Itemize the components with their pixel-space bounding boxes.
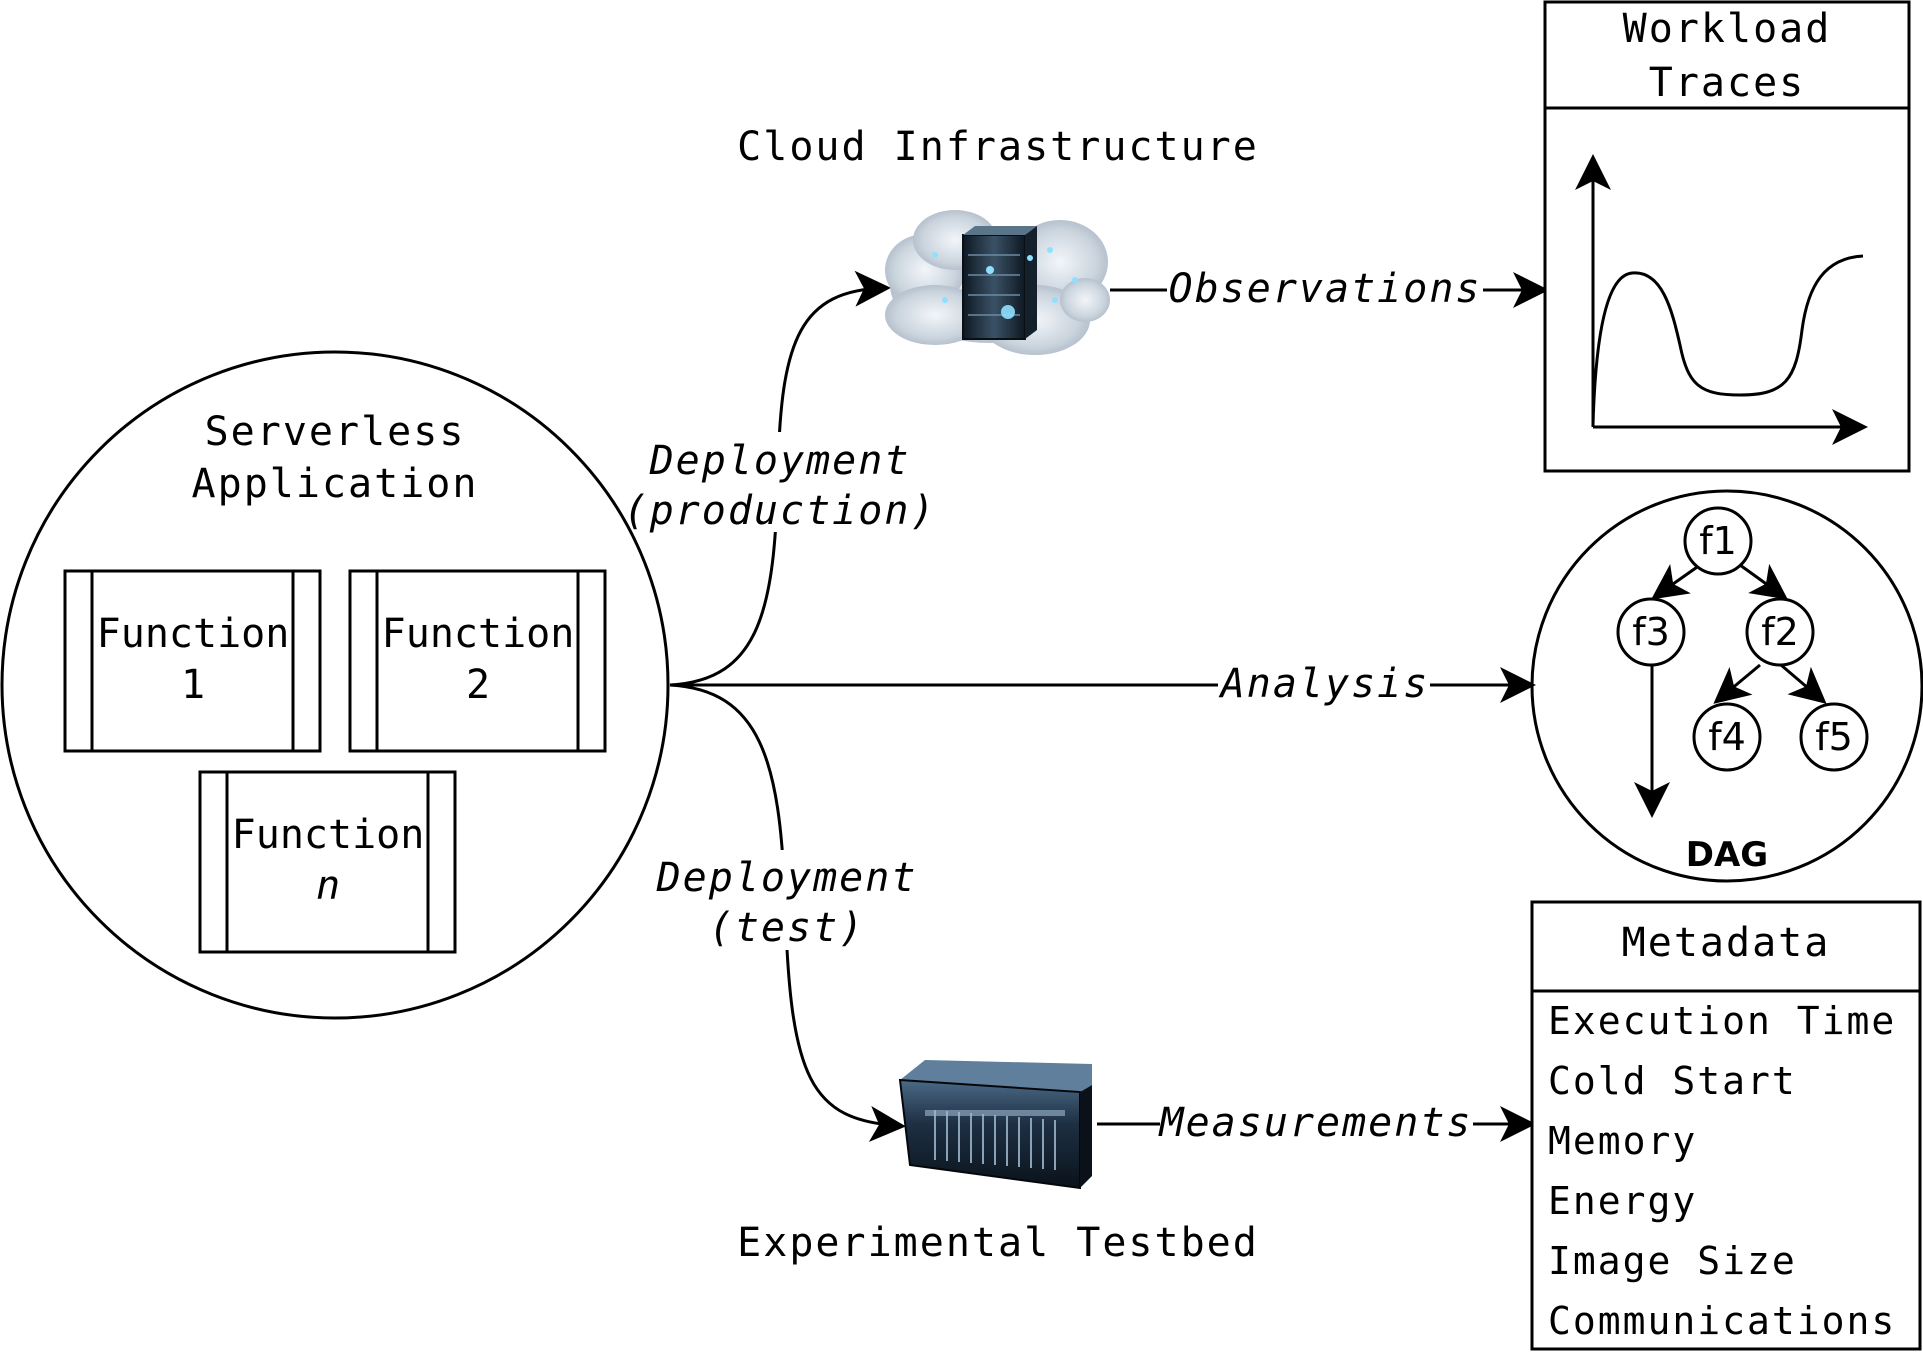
function-n-label: Function [232, 812, 425, 858]
metadata-item: Image Size [1548, 1239, 1797, 1283]
deploy-test-label-line2: (test) [709, 905, 866, 951]
cloud-infrastructure-label: Cloud Infrastructure [737, 124, 1259, 170]
dag-label: DAG [1686, 835, 1768, 875]
dag-panel: f1 f2 f3 f4 f5 DAG [1530, 489, 1923, 883]
metadata-item: Communications [1548, 1299, 1896, 1343]
dag-node-f3 [1616, 597, 1686, 667]
metadata-item: Cold Start [1548, 1059, 1797, 1103]
cloud-server-icon [885, 210, 1110, 355]
serverless-application: Serverless Application Function 1 Functi… [0, 350, 670, 1020]
metadata-item: Energy [1548, 1179, 1697, 1223]
edges [669, 270, 1549, 1142]
metadata-item: Memory [1548, 1119, 1697, 1163]
workload-traces-panel: Workload Traces [1543, 0, 1911, 473]
function-box-2: Function 2 [348, 569, 607, 753]
trace-curve [1591, 254, 1864, 426]
function-2-index: 2 [466, 662, 490, 708]
metadata-item: Execution Time [1548, 999, 1896, 1043]
application-title-line2: Application [192, 461, 479, 507]
observations-label: Observations [1169, 266, 1482, 312]
analysis-label: Analysis [1218, 661, 1430, 707]
deploy-production-label-line1: Deployment [649, 438, 911, 484]
deploy-test-label-line1: Deployment [656, 855, 918, 901]
experimental-testbed-label: Experimental Testbed [737, 1220, 1259, 1266]
dag-node-f1-label: f1 [1699, 519, 1737, 563]
dag-node-f2 [1745, 597, 1815, 667]
workload-title-line1: Workload [1623, 6, 1832, 52]
function-1-label: Function [97, 611, 290, 657]
measurements-label: Measurements [1158, 1100, 1473, 1146]
server-rack-icon [898, 1060, 1092, 1190]
dag-node-f4 [1692, 702, 1762, 772]
dag-node-f4-label: f4 [1708, 715, 1746, 759]
function-1-index: 1 [181, 662, 205, 708]
deploy-production-label-line2: (production) [624, 488, 937, 534]
dag-node-f1 [1683, 506, 1753, 576]
function-box-1: Function 1 [63, 569, 322, 753]
workload-title-line2: Traces [1649, 60, 1806, 106]
metadata-panel: Metadata Execution Time Cold Start Memor… [1530, 900, 1922, 1351]
function-2-label: Function [382, 611, 575, 657]
dag-node-f5-label: f5 [1815, 715, 1853, 759]
dag-node-f5 [1799, 702, 1869, 772]
function-box-n: Function n [198, 770, 457, 954]
function-n-index: n [316, 863, 340, 909]
application-title-line1: Serverless [205, 409, 466, 455]
dag-node-f2-label: f2 [1761, 610, 1799, 654]
dag-node-f3-label: f3 [1632, 610, 1670, 654]
metadata-title: Metadata [1622, 920, 1831, 966]
